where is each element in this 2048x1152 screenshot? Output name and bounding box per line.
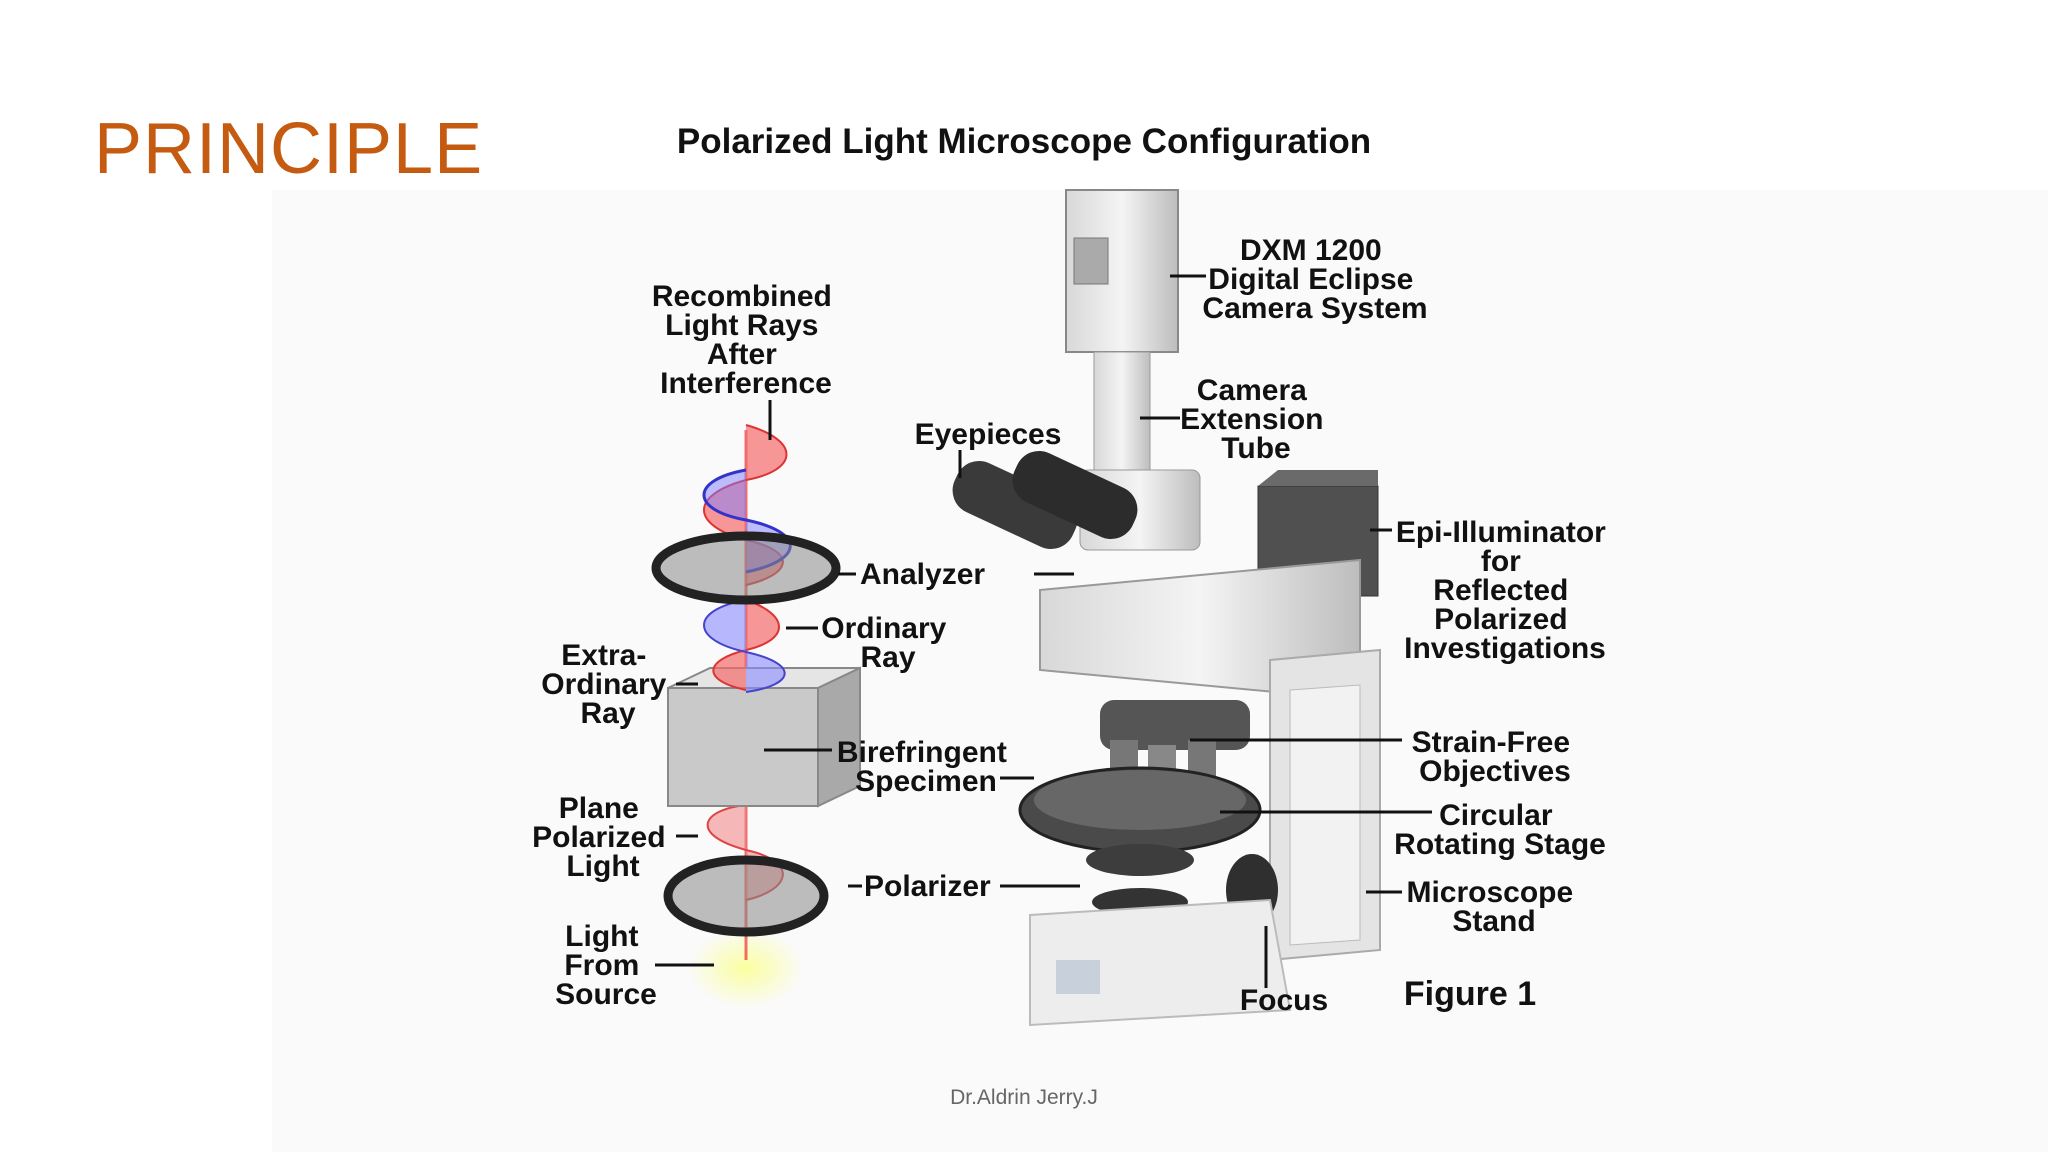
label-light-2: From [564, 949, 639, 982]
label-biref-1: Birefringent [837, 736, 1007, 769]
label-epi-illuminator: Epi-Illuminator for Reflected Polarized … [1396, 516, 1614, 665]
label-light-source: Light From Source [555, 920, 657, 1011]
label-microscope-stand: Microscope Stand [1406, 876, 1581, 938]
label-ordinary-1: Ordinary [821, 612, 946, 645]
label-stage-1: Circular [1439, 799, 1553, 832]
label-ordinary-2: Ray [860, 641, 915, 674]
eyepiece-pair [952, 450, 1138, 550]
label-light-1: Light [565, 920, 638, 953]
label-birefringent-specimen: Birefringent Specimen [837, 736, 1015, 798]
label-objectives-1: Strain-Free [1412, 726, 1570, 759]
label-eyepieces: Eyepieces [915, 418, 1062, 451]
label-camera-tube-3: Tube [1221, 432, 1290, 465]
figure-caption: Figure 1 [1404, 975, 1536, 1013]
label-focus: Focus [1240, 984, 1328, 1017]
extraordinary-ray-wave [703, 599, 786, 693]
label-recombined-4: Interference [660, 367, 832, 400]
slide-title: PRINCIPLE [94, 109, 484, 189]
camera-tube [1093, 351, 1151, 473]
camera-badge [1073, 237, 1109, 285]
label-ordinary-ray: Ordinary Ray [821, 612, 954, 674]
birefringent-specimen [667, 687, 819, 807]
label-recombined-rays: Recombined Light Rays After Interference [652, 280, 840, 400]
label-objectives-2: Objectives [1419, 755, 1571, 788]
stage-top [1034, 770, 1246, 830]
analyzer-filter [651, 531, 841, 605]
label-recombined-3: After [707, 338, 777, 371]
label-extra-3: Ray [580, 697, 635, 730]
label-plane-3: Light [566, 850, 639, 883]
microscope [952, 189, 1381, 1027]
label-stage-2: Rotating Stage [1394, 828, 1606, 861]
label-camera-tube-2: Extension [1180, 403, 1323, 436]
label-recombined-1: Recombined [652, 280, 832, 313]
slide-footer: Dr.Aldrin Jerry.J [950, 1086, 1098, 1109]
label-camera-system-3: Camera System [1202, 292, 1427, 325]
label-epi-3: Reflected [1433, 574, 1568, 607]
label-epi-4: Polarized [1434, 603, 1567, 636]
label-epi-1: Epi-Illuminator [1396, 516, 1606, 549]
optical-path [651, 424, 861, 1008]
label-recombined-2: Light Rays [665, 309, 818, 342]
label-camera-tube: Camera Extension Tube [1180, 374, 1332, 465]
label-stand-1: Microscope [1406, 876, 1573, 909]
label-epi-2: for [1481, 545, 1521, 578]
label-camera-system-2: Digital Eclipse [1208, 263, 1413, 296]
label-extra-1: Extra- [561, 639, 646, 672]
label-biref-2: Specimen [855, 765, 997, 798]
label-light-3: Source [555, 978, 657, 1011]
label-circular-stage: Circular Rotating Stage [1394, 799, 1606, 861]
specimen-side [817, 666, 861, 808]
label-plane-polarized-light: Plane Polarized Light [532, 792, 674, 883]
label-polarizer: Polarizer [864, 870, 991, 903]
polarizer-filter [663, 855, 829, 937]
light-source-glow [688, 928, 804, 1008]
base-logo [1056, 960, 1100, 994]
label-epi-5: Investigations [1404, 632, 1606, 665]
epi-illuminator-top [1258, 470, 1378, 486]
label-stand-2: Stand [1452, 905, 1535, 938]
figure-title: Polarized Light Microscope Configuration [676, 122, 1372, 161]
label-camera-tube-1: Camera [1197, 374, 1307, 407]
label-plane-2: Polarized [532, 821, 665, 854]
condenser [1086, 844, 1194, 876]
label-extraordinary-ray: Extra- Ordinary Ray [541, 639, 674, 730]
label-strain-free-objectives: Strain-Free Objectives [1412, 726, 1579, 788]
label-extra-2: Ordinary [541, 668, 666, 701]
stand-panel [1289, 684, 1361, 946]
label-plane-1: Plane [559, 792, 639, 825]
label-camera-system: DXM 1200 Digital Eclipse Camera System [1202, 234, 1427, 325]
leader-lines [655, 274, 1432, 988]
label-camera-system-1: DXM 1200 [1240, 234, 1382, 267]
label-analyzer: Analyzer [860, 558, 985, 591]
